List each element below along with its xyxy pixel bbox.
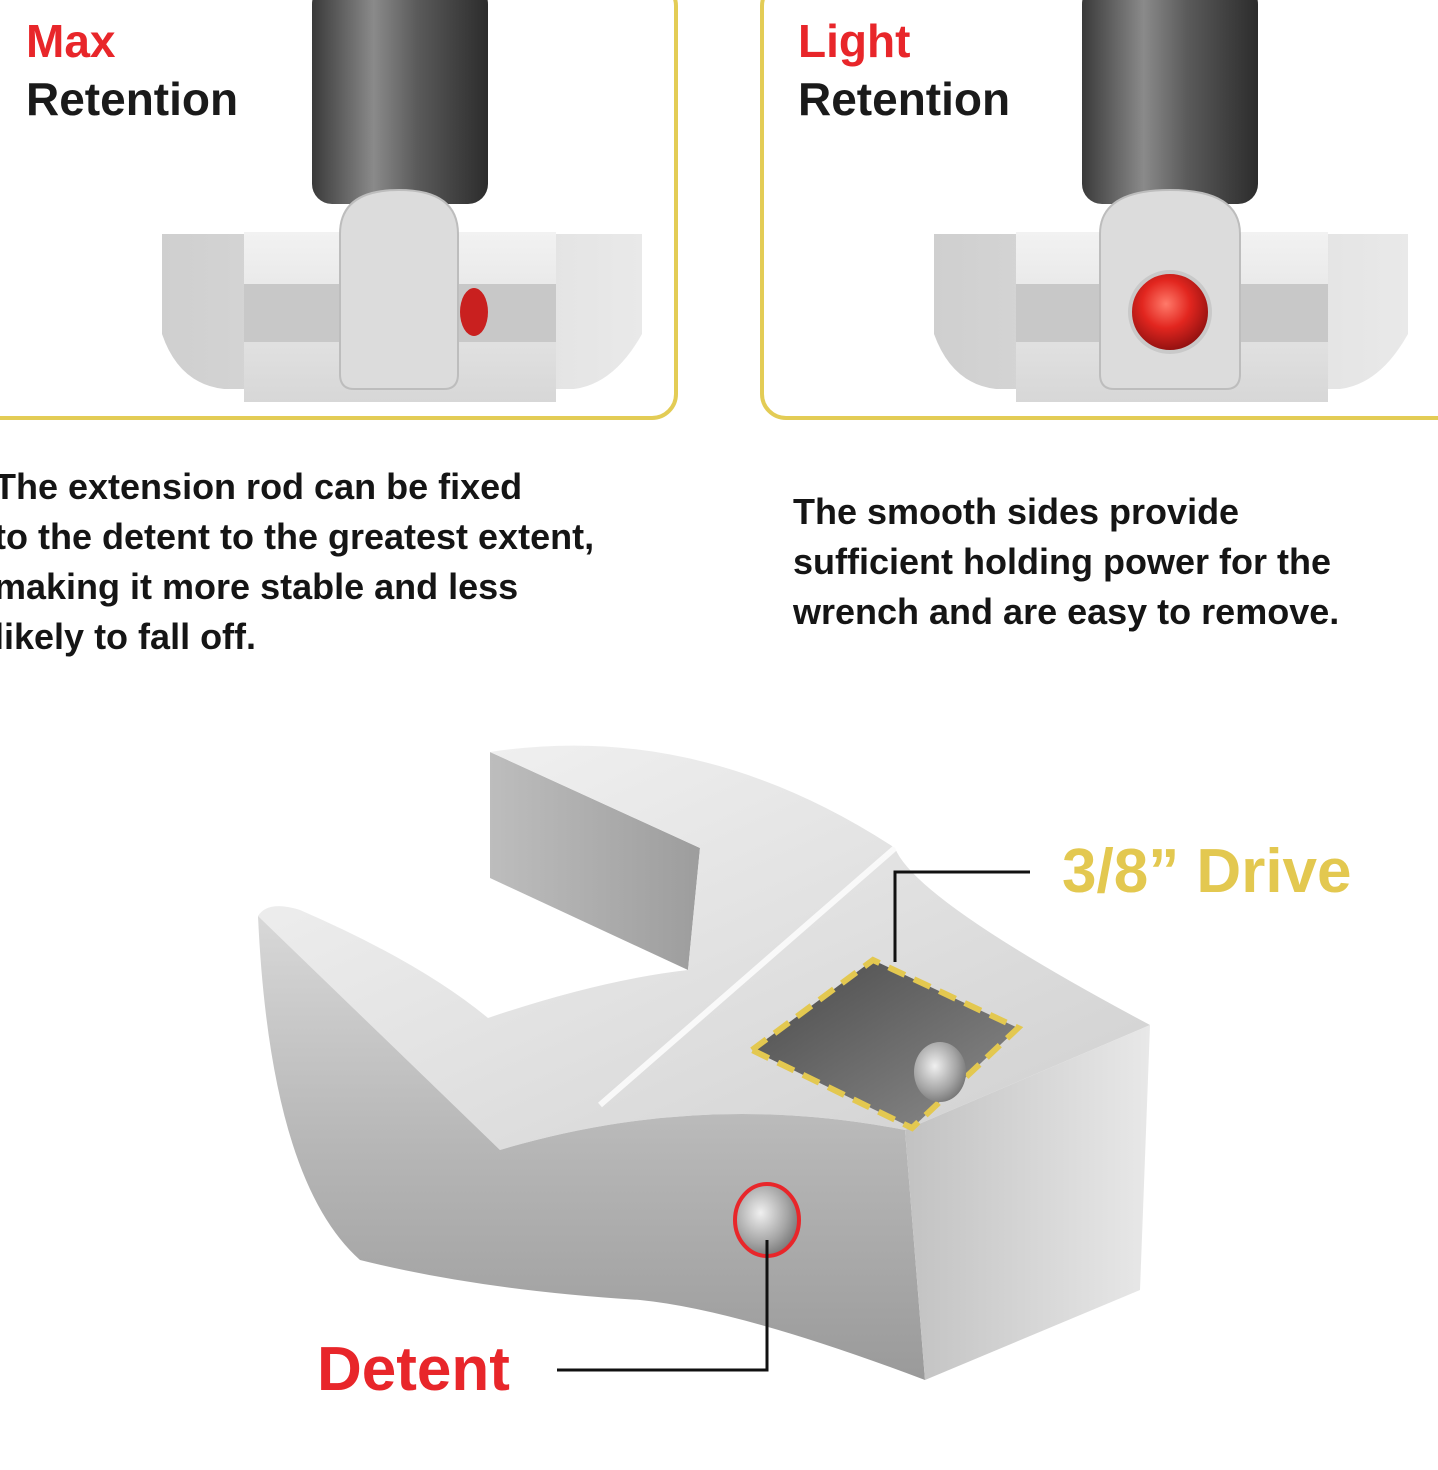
detent-ball <box>1128 270 1212 354</box>
description-line: likely to fall off. <box>0 616 257 657</box>
max-retention-description: The extension rod can be fixed to the de… <box>0 462 594 662</box>
drive-callout-line <box>893 870 1030 962</box>
description-line: The extension rod can be fixed <box>0 466 523 507</box>
light-retention-description: The smooth sides provide sufficient hold… <box>793 487 1339 637</box>
detent-label: Detent <box>317 1335 510 1404</box>
retention-label: Retention <box>26 73 239 125</box>
drive-size-label: 3/8” Drive <box>1062 837 1352 906</box>
description-line: making it more stable and less <box>0 566 519 607</box>
jaw-inner-wall <box>490 752 700 970</box>
light-retention-heading: Light Retention <box>798 18 1010 122</box>
max-retention-panel: Max Retention <box>0 0 678 420</box>
description-line: sufficient holding power for the <box>793 541 1331 582</box>
light-retention-panel: Light Retention <box>760 0 1438 420</box>
max-retention-heading: Max Retention <box>26 18 238 122</box>
extension-rod <box>1082 0 1258 204</box>
crowfoot-wrench-illustration <box>258 745 1150 1380</box>
max-label: Max <box>26 15 116 67</box>
drive-square <box>339 188 459 390</box>
wrench-ridge <box>598 845 897 1108</box>
description-line: to the detent to the greatest extent, <box>0 516 595 557</box>
wrench-front-face <box>258 916 925 1380</box>
wrench-end-face <box>905 1025 1150 1380</box>
retention-label: Retention <box>798 73 1011 125</box>
detent-ball <box>460 288 488 336</box>
extension-rod <box>312 0 488 204</box>
description-line: wrench and are easy to remove. <box>793 591 1340 632</box>
description-line: The smooth sides provide <box>793 491 1240 532</box>
detent-callout-line <box>557 1240 769 1372</box>
light-label: Light <box>798 15 911 67</box>
max-retention-illustration <box>162 0 642 402</box>
inner-detent-hole <box>914 1042 966 1102</box>
light-retention-illustration <box>934 0 1408 402</box>
